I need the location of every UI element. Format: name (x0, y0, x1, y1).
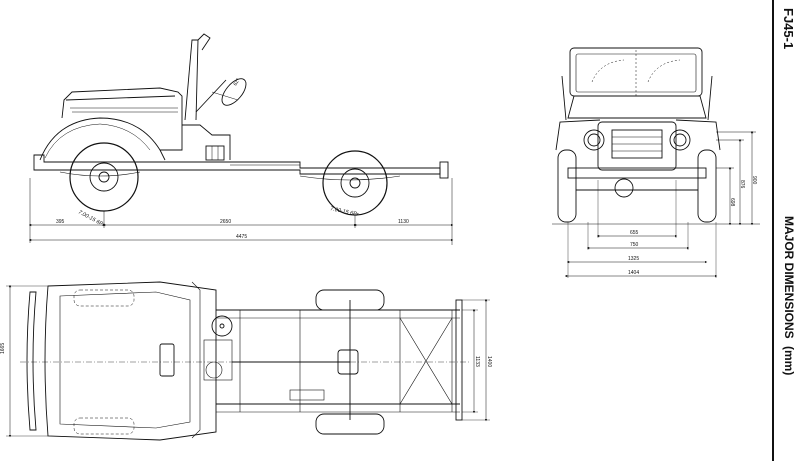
rear-overhang-dim: 1130 (398, 219, 409, 225)
height-dim-3: 900 (751, 176, 757, 185)
front-tire-label: 7.00-15 6Pr (77, 209, 106, 228)
overall-length-dim: 4475 (236, 234, 247, 240)
front-view (552, 47, 760, 278)
frame-width-dim: 1400 (486, 356, 492, 367)
tread-dim: 1133 (474, 356, 480, 367)
front-overhang-dim: 395 (56, 219, 65, 225)
wheelbase-dim: 2650 (220, 219, 231, 225)
unit-label: (mm) (782, 346, 796, 376)
side-view (28, 33, 454, 245)
model-code: FJ45-1 (781, 8, 796, 50)
title-panel: FJ45-1 MAJOR DIMENSIONS (mm) (772, 0, 800, 461)
overall-width-dim: 1665 (0, 343, 6, 354)
top-view (6, 281, 490, 441)
width-dim-4: 1404 (628, 270, 639, 276)
page-heading: MAJOR DIMENSIONS (782, 216, 796, 339)
width-dim-3: 1325 (628, 256, 639, 262)
width-dim-1: 655 (630, 230, 639, 236)
height-dim-2: 876 (739, 180, 745, 189)
height-dim-1: 698 (729, 198, 735, 207)
steering-angle-dim: 62° (233, 77, 242, 87)
rear-tire-label: 7.00-15 6Pr (330, 206, 361, 218)
width-dim-2: 750 (630, 242, 639, 248)
